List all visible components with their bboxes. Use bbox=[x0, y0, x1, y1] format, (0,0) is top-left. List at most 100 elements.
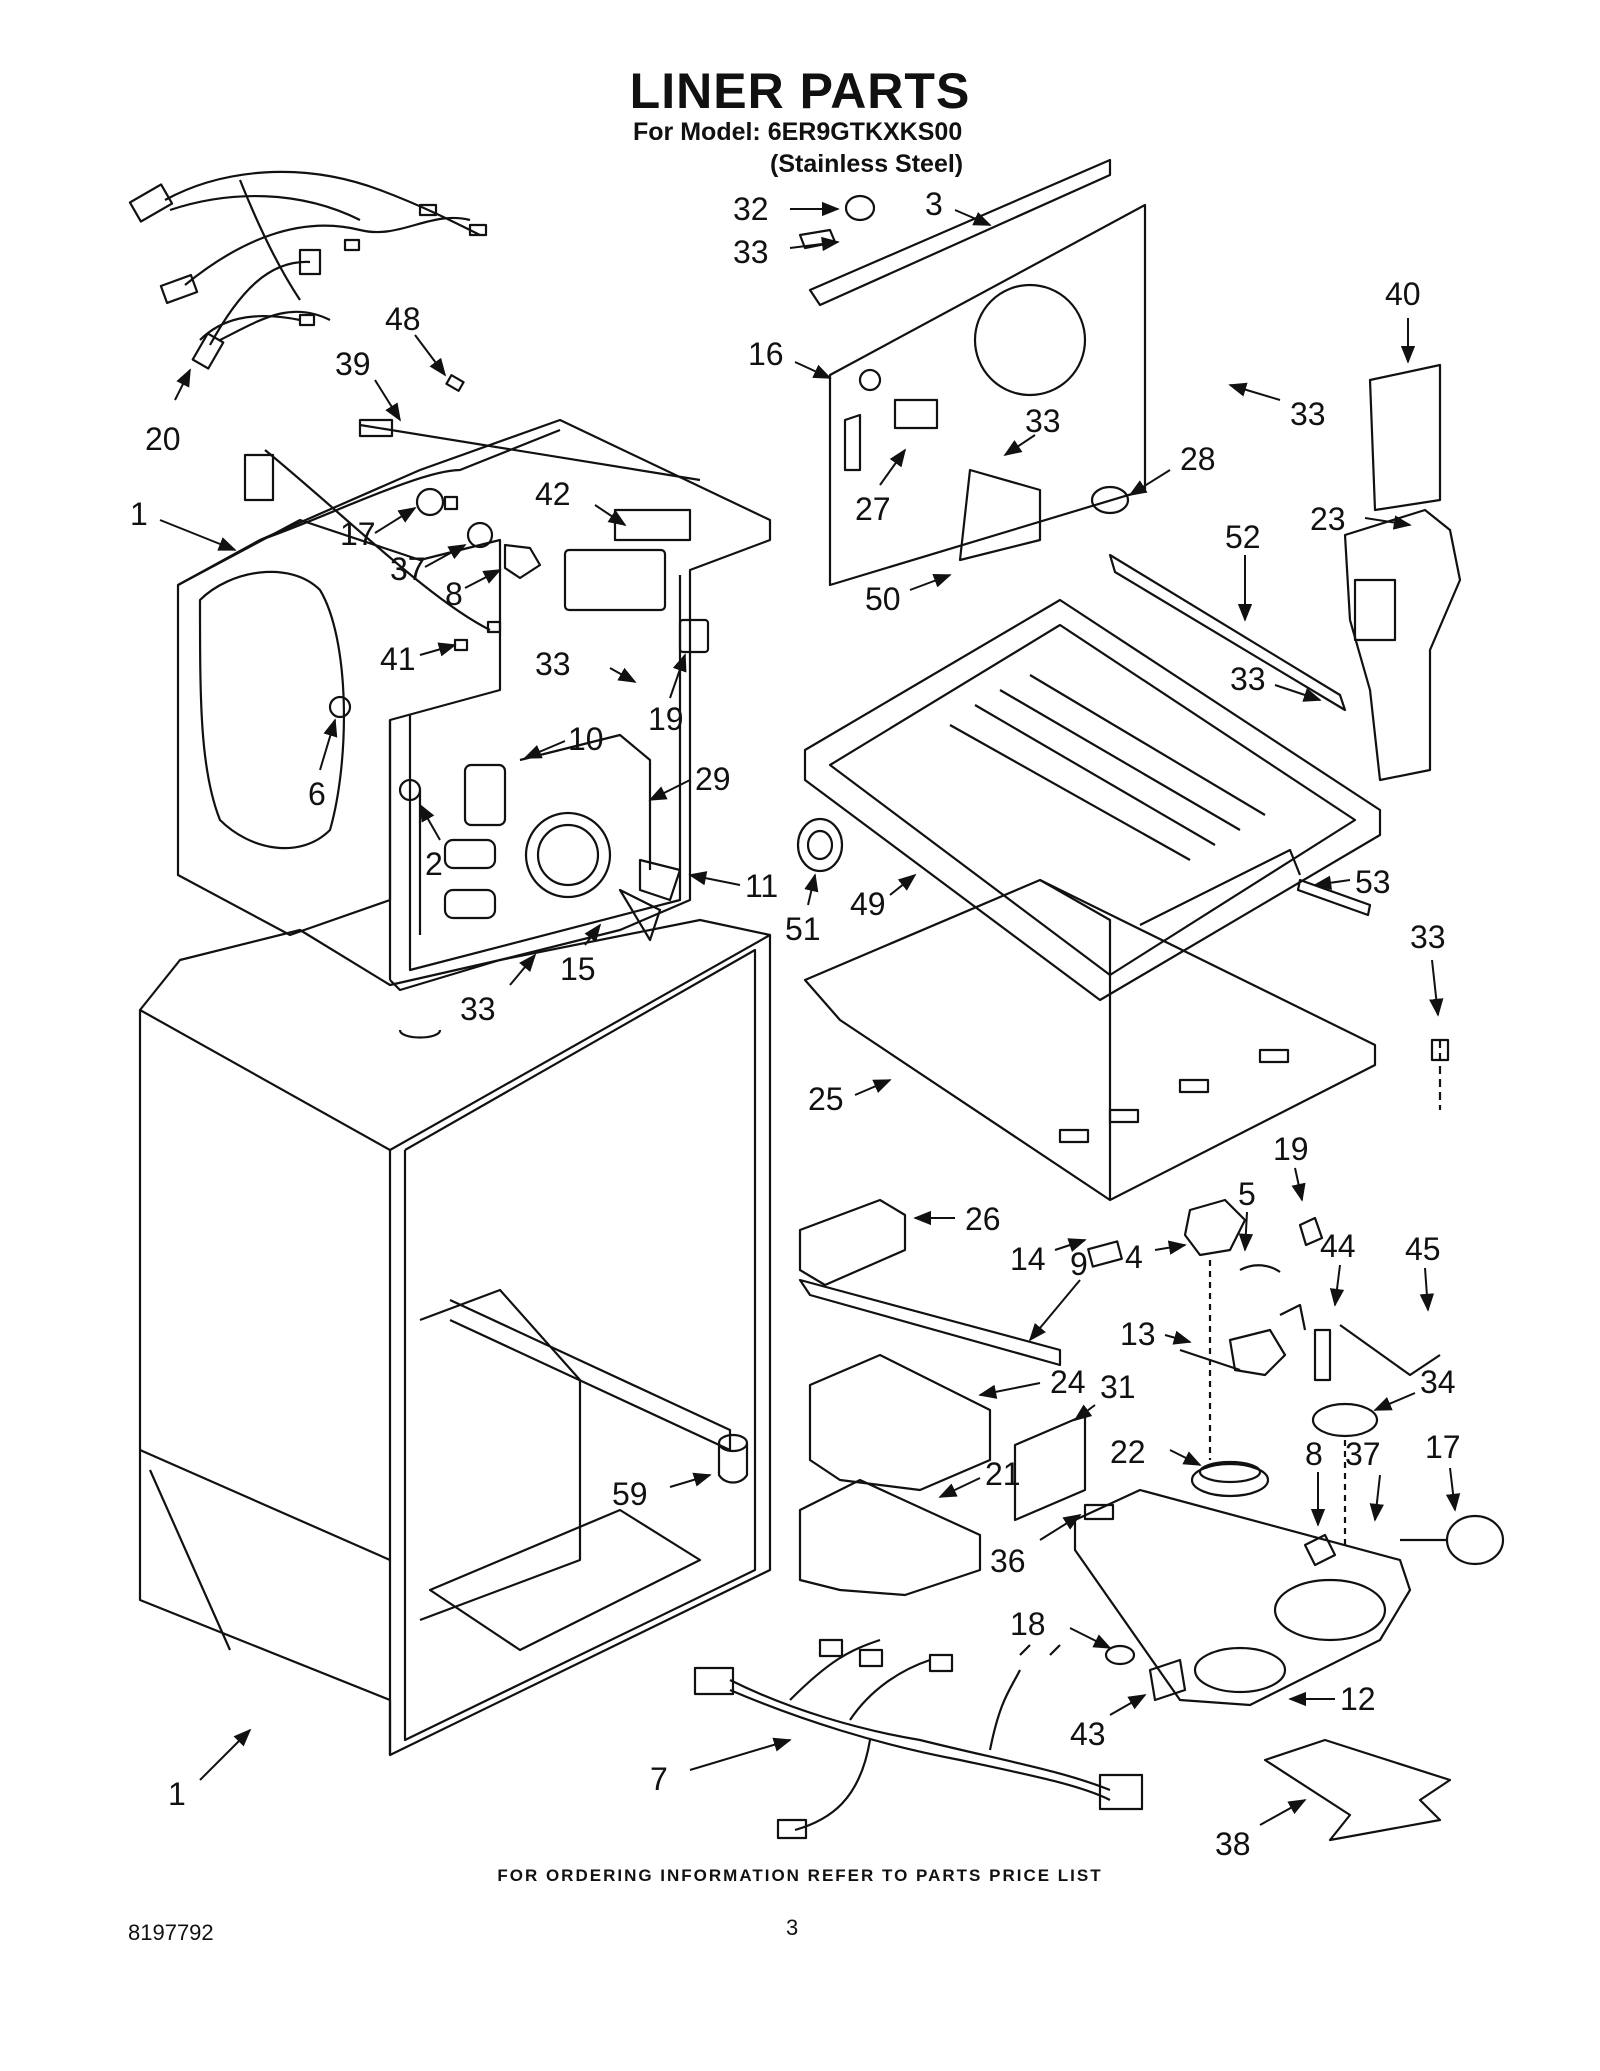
leader-53 bbox=[1313, 875, 1351, 890]
callout-26: 26 bbox=[965, 1201, 1001, 1237]
callout-2: 2 bbox=[425, 846, 443, 882]
callout-32: 32 bbox=[733, 191, 769, 227]
leader-39 bbox=[374, 379, 401, 422]
lower-freezer-shelf bbox=[803, 878, 1450, 1202]
leader-33d bbox=[1228, 382, 1281, 401]
callout-22: 22 bbox=[1110, 1434, 1146, 1470]
callout-24: 24 bbox=[1050, 1364, 1086, 1400]
leader-31 bbox=[1073, 1404, 1096, 1422]
callout-33a: 33 bbox=[535, 646, 571, 682]
freezer-shelf-and-rails bbox=[796, 553, 1382, 1002]
leader-49 bbox=[889, 873, 917, 896]
page-number: 3 bbox=[786, 1915, 799, 1940]
callout-21: 21 bbox=[985, 1456, 1021, 1492]
callout-11: 11 bbox=[745, 868, 778, 904]
leader-37b bbox=[1369, 1474, 1384, 1522]
callout-44: 44 bbox=[1320, 1228, 1356, 1264]
leader-33f bbox=[1274, 684, 1322, 702]
leader-45 bbox=[1419, 1267, 1435, 1312]
leader-28 bbox=[1128, 469, 1171, 496]
callout-9: 9 bbox=[1070, 1246, 1088, 1282]
callout-8a: 8 bbox=[445, 576, 463, 612]
leader-11 bbox=[688, 871, 741, 886]
leader-37a bbox=[424, 544, 467, 568]
leader-14 bbox=[1054, 1238, 1087, 1252]
leader-36 bbox=[1039, 1514, 1082, 1541]
leader-25 bbox=[854, 1079, 892, 1096]
callout-1a: 1 bbox=[130, 496, 148, 532]
leader-9 bbox=[1028, 1279, 1081, 1342]
leader-19a bbox=[669, 653, 687, 699]
callout-10: 10 bbox=[568, 721, 604, 757]
leader-33c bbox=[789, 236, 840, 252]
callout-27: 27 bbox=[855, 491, 891, 527]
leader-17a bbox=[374, 507, 417, 534]
callout-7: 7 bbox=[650, 1761, 668, 1797]
leader-3 bbox=[954, 209, 992, 226]
callout-29: 29 bbox=[695, 761, 731, 797]
leader-43 bbox=[1109, 1694, 1147, 1716]
callout-23: 23 bbox=[1310, 501, 1346, 537]
document-number: 8197792 bbox=[128, 1920, 214, 1945]
leader-21 bbox=[938, 1477, 981, 1498]
callout-36: 36 bbox=[990, 1543, 1026, 1579]
callout-40: 40 bbox=[1385, 276, 1421, 312]
ice-dispenser-components bbox=[798, 1198, 1123, 1597]
leader-10 bbox=[523, 740, 566, 759]
leader-7 bbox=[689, 1737, 792, 1771]
callout-52: 52 bbox=[1225, 519, 1261, 555]
callout-16: 16 bbox=[748, 336, 784, 372]
leader-1a bbox=[159, 519, 237, 551]
callout-33d: 33 bbox=[1290, 396, 1326, 432]
callout-33b: 33 bbox=[460, 991, 496, 1027]
callout-38: 38 bbox=[1215, 1826, 1251, 1862]
leader-19b bbox=[1291, 1167, 1306, 1202]
leader-33a bbox=[609, 667, 637, 683]
leader-23 bbox=[1364, 515, 1412, 530]
callout-15: 15 bbox=[560, 951, 596, 987]
callout-19a: 19 bbox=[648, 701, 684, 737]
callout-45: 45 bbox=[1405, 1231, 1441, 1267]
callout-4: 4 bbox=[1125, 1239, 1143, 1275]
callout-12: 12 bbox=[1340, 1681, 1376, 1717]
callout-48: 48 bbox=[385, 301, 421, 337]
page-title: LINER PARTS bbox=[629, 63, 971, 119]
wiring-harness-top bbox=[128, 170, 488, 370]
lower-cabinet-liner bbox=[138, 918, 772, 1757]
callout-1b: 1 bbox=[168, 1776, 186, 1812]
evaporator-fan-assembly bbox=[398, 733, 682, 942]
wiring-harness-bottom bbox=[693, 1638, 1144, 1840]
callout-51: 51 bbox=[785, 911, 821, 947]
finish-label: (Stainless Steel) bbox=[770, 150, 964, 178]
callout-20: 20 bbox=[145, 421, 181, 457]
callout-8b: 8 bbox=[1305, 1436, 1323, 1472]
leader-1b bbox=[199, 1728, 252, 1781]
callout-37a: 37 bbox=[390, 551, 426, 587]
leader-34 bbox=[1373, 1392, 1416, 1411]
callout-43: 43 bbox=[1070, 1716, 1106, 1752]
leader-15 bbox=[584, 923, 602, 946]
leader-33e bbox=[1003, 434, 1036, 456]
callout-33e: 33 bbox=[1025, 403, 1061, 439]
leader-20 bbox=[174, 368, 191, 401]
upper-light-and-control bbox=[243, 374, 710, 719]
callout-34: 34 bbox=[1420, 1364, 1456, 1400]
callout-13: 13 bbox=[1120, 1316, 1156, 1352]
callout-33f: 33 bbox=[1230, 661, 1266, 697]
leader-50 bbox=[909, 573, 952, 591]
callout-53: 53 bbox=[1355, 864, 1391, 900]
upper-liner-shell bbox=[176, 418, 772, 992]
callout-18: 18 bbox=[1010, 1606, 1046, 1642]
leader-51 bbox=[804, 873, 819, 906]
ordering-note: FOR ORDERING INFORMATION REFER TO PARTS … bbox=[497, 1866, 1103, 1885]
leader-44 bbox=[1329, 1264, 1345, 1307]
ice-bucket-assembly bbox=[1073, 1198, 1505, 1842]
leader-27 bbox=[879, 448, 907, 486]
leader-33g bbox=[1429, 959, 1444, 1017]
callout-14: 14 bbox=[1010, 1241, 1046, 1277]
leader-6 bbox=[319, 718, 338, 771]
leader-29 bbox=[648, 779, 691, 801]
callout-31: 31 bbox=[1100, 1369, 1136, 1405]
callout-19b: 19 bbox=[1273, 1131, 1309, 1167]
leader-48 bbox=[414, 334, 447, 377]
